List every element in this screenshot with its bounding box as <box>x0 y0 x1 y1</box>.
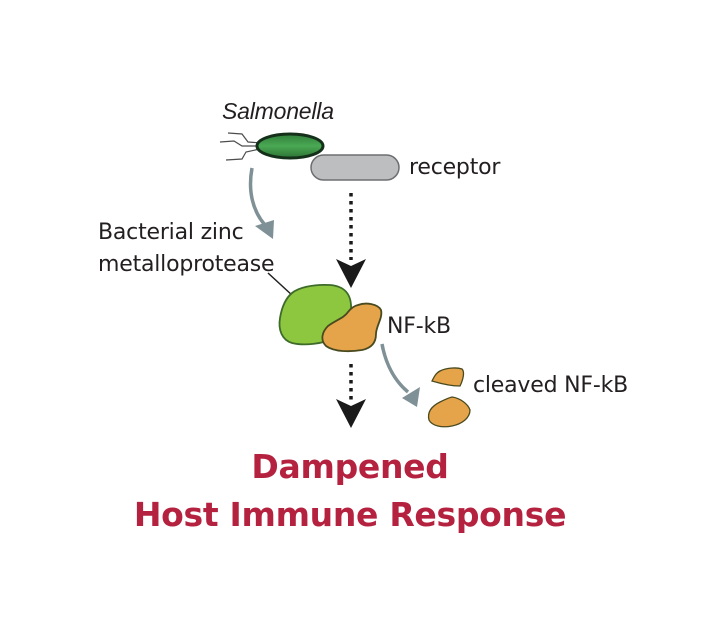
cleaved-nfkb-label: cleaved NF-kB <box>473 373 629 398</box>
gray-arrow-to-protease <box>248 167 274 239</box>
flagella <box>219 132 263 161</box>
nfkb-blob <box>321 302 383 353</box>
dotted-arrow-receptor-to-nfkb <box>336 193 366 288</box>
flagellum-2 <box>219 140 260 147</box>
arrowhead <box>336 259 366 288</box>
arrowhead <box>255 220 274 239</box>
arrow-shaft <box>380 343 410 394</box>
protease-label-line1: Bacterial zinc <box>98 220 244 245</box>
arrowhead <box>336 399 366 428</box>
protease-label-pointer <box>267 272 294 297</box>
receptor-label: receptor <box>409 155 501 180</box>
arrow-shaft <box>248 167 267 227</box>
cleaved-nfkb-fragment-top <box>431 367 465 387</box>
flagellum-1 <box>227 132 263 144</box>
receptor-shape <box>310 154 400 181</box>
gray-arrow-to-cleaved <box>380 343 420 407</box>
salmonella-bacterium <box>255 132 325 160</box>
salmonella-label: Salmonella <box>222 98 334 124</box>
protease-label-line2: metalloprotease <box>98 252 275 277</box>
cleaved-nfkb-fragment-bottom <box>427 396 471 428</box>
arrowhead <box>402 387 420 407</box>
dotted-arrow-to-outcome <box>336 364 366 428</box>
outcome-line2: Host Immune Response <box>133 495 567 534</box>
flagellum-3 <box>225 148 261 161</box>
nfkb-label: NF-kB <box>387 314 451 339</box>
outcome-line1: Dampened <box>251 447 449 486</box>
